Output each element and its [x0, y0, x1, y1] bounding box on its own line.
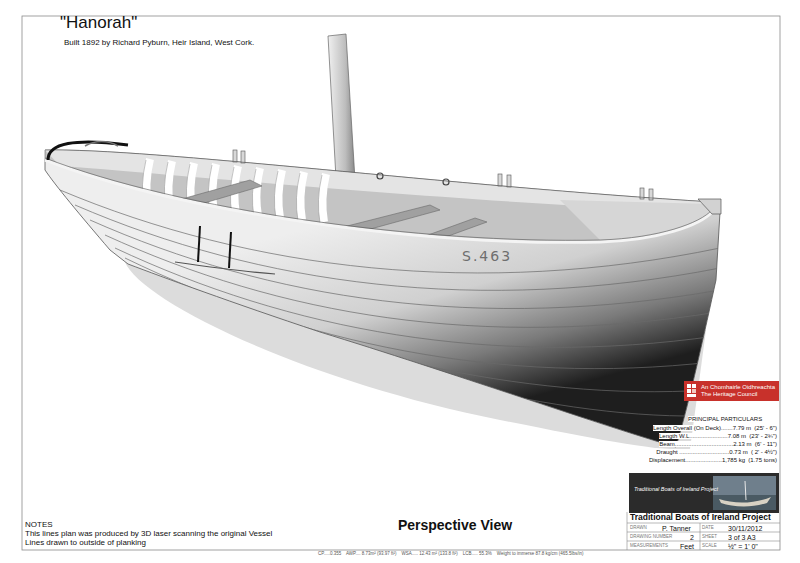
hull-irons — [198, 226, 231, 268]
banner-text: Traditional Boats of Ireland Project — [634, 486, 775, 493]
particular-row: Draught ..............................0.… — [656, 449, 777, 455]
note-text: This lines plan was produced by 3D laser… — [25, 530, 272, 538]
field-label: DRAWING NUMBER — [630, 535, 672, 540]
note-text: Lines drawn to outside of planking — [25, 539, 146, 547]
hull — [45, 160, 720, 447]
notes-heading: NOTES — [25, 521, 53, 529]
particular-row: Displacement......................1,785 … — [649, 457, 777, 463]
eye-rings — [377, 173, 449, 185]
thole-pins — [233, 150, 653, 200]
field-label: DRAWN — [630, 526, 647, 531]
project-banner: Traditional Boats of Ireland Project — [629, 473, 779, 513]
field-value: Feet — [680, 543, 694, 550]
sheet-frame — [22, 16, 780, 550]
field-value: P. Tanner — [662, 525, 691, 532]
project-name: Traditional Boats of Ireland Project — [630, 513, 771, 522]
drawing-title: "Hanorah" — [60, 14, 137, 31]
particulars-heading: PRINCIPAL PARTICULARS — [688, 416, 762, 422]
particular-row: Length Overall (On Deck).......7.79 m (2… — [653, 425, 777, 431]
field-value: 2 — [690, 534, 694, 541]
field-value: ½" = 1' 0" — [728, 543, 758, 550]
planking-lines — [60, 190, 720, 416]
field-label: SHEET — [702, 535, 717, 540]
view-caption: Perspective View — [398, 518, 512, 532]
rubbing-strake — [175, 262, 275, 274]
gunwale — [45, 160, 712, 242]
stem-head — [698, 199, 721, 214]
logo-text: The Heritage Council — [701, 391, 775, 398]
title-block-lines — [627, 512, 780, 550]
field-value: 3 of 3 A3 — [728, 534, 756, 541]
particular-row: Beam...................................2… — [659, 441, 777, 447]
field-label: SCALE — [702, 544, 717, 549]
logo-emblem — [687, 384, 698, 399]
banner-photo — [629, 473, 779, 513]
stern-rail — [48, 142, 128, 160]
sail-number: S.463 — [462, 249, 512, 263]
builder-note: Built 1892 by Richard Pyburn, Heir Islan… — [64, 39, 254, 47]
particular-row: Length W.L.......................7.08 m … — [659, 433, 777, 439]
field-value: 30/11/2012 — [728, 525, 763, 532]
logo-text: An Chomhairle Oidhreachta — [701, 384, 775, 391]
hydrostatics-line: CP.....0.355 AWP.... 8.73m² (93.97 ft²) … — [318, 552, 583, 557]
council-logo: An Chomhairle OidhreachtaThe Heritage Co… — [684, 381, 779, 401]
field-label: MEASUREMENTS — [630, 544, 668, 549]
field-label: DATE — [702, 526, 714, 531]
